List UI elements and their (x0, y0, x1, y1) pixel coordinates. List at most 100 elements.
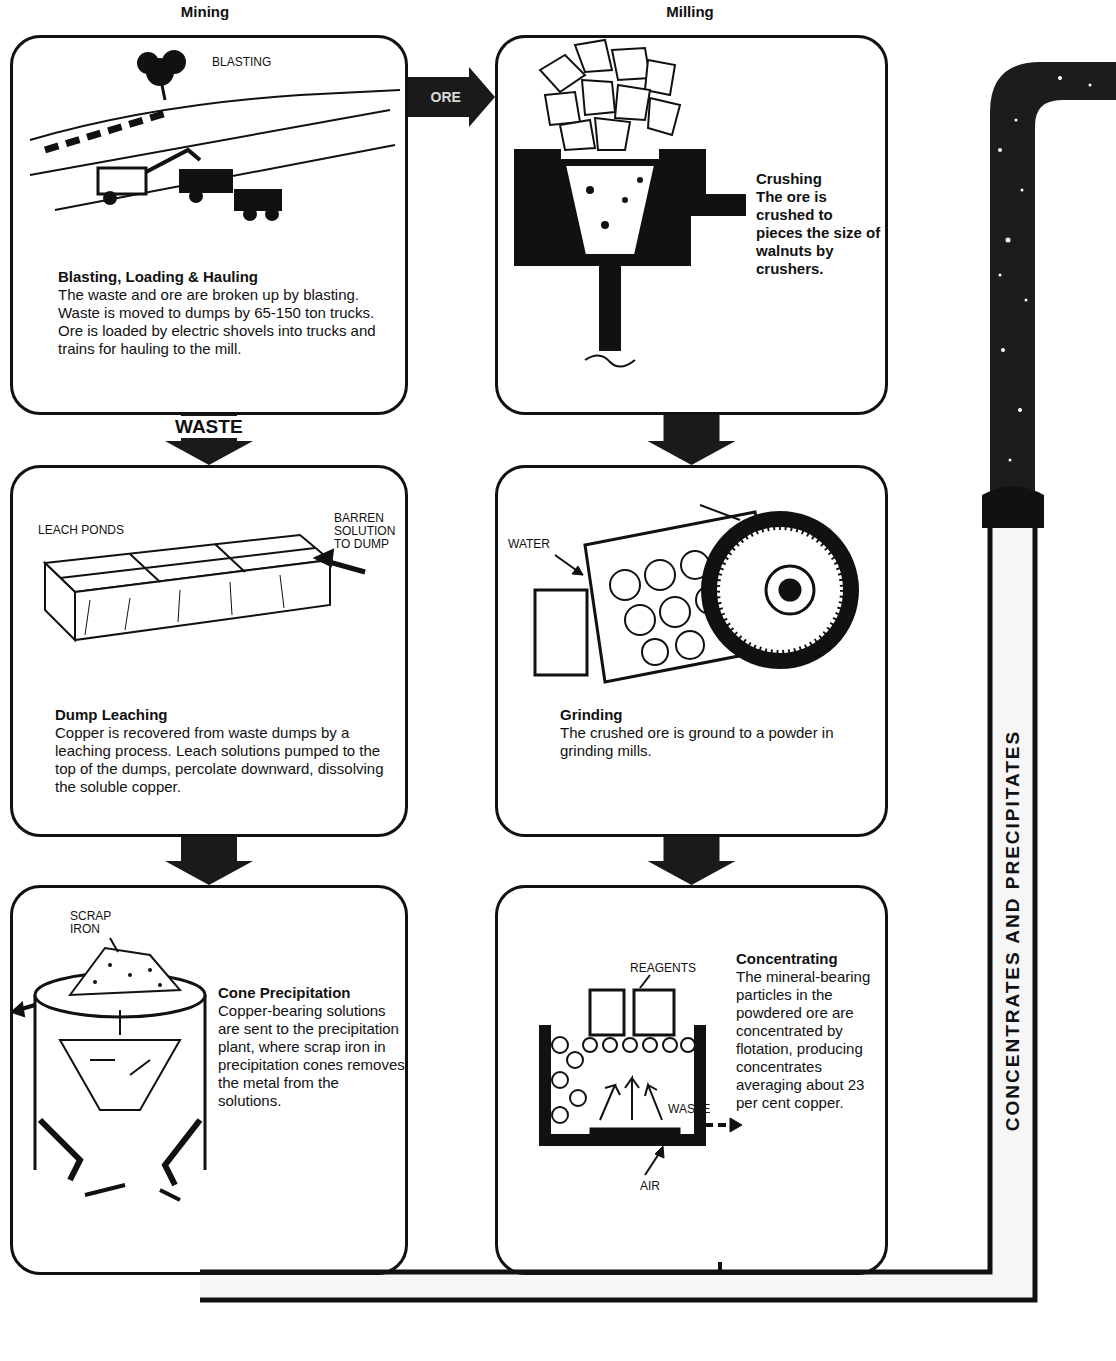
blasting-sketch (266, 208, 278, 220)
concentrate-pipe (1018, 408, 1022, 412)
crusher-sketch (560, 120, 595, 150)
part-label: BLASTING (212, 56, 271, 69)
box-heading: Cone Precipitation (218, 984, 406, 1002)
flotation-cell-sketch (663, 1038, 677, 1052)
blasting-sketch (55, 145, 395, 210)
grinding-mill-sketch (676, 631, 704, 659)
crusher-sketch (622, 197, 628, 203)
crusher-sketch (600, 255, 620, 350)
grinding-mill-sketch (535, 505, 858, 682)
box-heading: Blasting, Loading & Hauling (58, 268, 403, 286)
flotation-cell-sketch (570, 1090, 586, 1106)
blasting-sketch (45, 112, 170, 150)
flotation-cell-sketch (645, 1085, 662, 1120)
blasting-sketch (180, 170, 232, 192)
process-box: CrushingThe ore is crushed to pieces the… (495, 35, 888, 415)
leach-pond-sketch (85, 575, 284, 635)
crusher-sketch (540, 40, 680, 150)
arrow-label: WASTE (169, 416, 249, 438)
crusher-sketch (601, 221, 609, 229)
concentrate-pipe (200, 528, 990, 1272)
grinding-mill-sketch (660, 597, 690, 627)
flotation-cell-sketch (705, 1123, 732, 1127)
column-heading: Milling (635, 5, 745, 18)
concentrate-pipe (1006, 238, 1011, 243)
box-body: The crushed ore is ground to a powder in… (560, 724, 870, 760)
grinding-mill-sketch (702, 512, 858, 668)
flotation-cell-sketch (634, 990, 674, 1035)
flow-arrow (165, 415, 253, 465)
precipitation-cone-sketch (93, 963, 162, 987)
concentrate-pipe (998, 148, 1002, 152)
concentrate-pipe (200, 62, 1116, 1300)
precipitation-cone-sketch (60, 1040, 180, 1110)
flotation-cell-sketch (552, 1107, 568, 1123)
crusher-sketch (540, 55, 585, 92)
crusher-sketch (585, 355, 635, 366)
process-box: Blasting, Loading & HaulingThe waste and… (10, 35, 408, 415)
grinding-mill-sketch (610, 570, 640, 600)
part-label: WASTE (668, 1103, 710, 1116)
crusher-sketch (648, 98, 680, 135)
concentrate-pipe (982, 487, 1044, 529)
precipitation-cone-sketch (85, 1185, 180, 1200)
grinding-mill-sketch (572, 566, 583, 575)
grinding-mill-sketch (642, 639, 668, 665)
process-box: GrindingThe crushed ore is ground to a p… (495, 465, 888, 837)
grinding-mill-sketch (716, 526, 844, 654)
box-body: The waste and ore are broken up by blast… (58, 286, 403, 358)
box-body: Copper-bearing solutions are sent to the… (218, 1002, 406, 1110)
concentrate-pipe (1021, 189, 1024, 192)
flow-arrow (648, 837, 736, 885)
blasting-sketch (104, 192, 116, 204)
precipitation-cone-sketch (93, 980, 97, 984)
flotation-cell-sketch (552, 1037, 568, 1053)
part-label: BARREN SOLUTION TO DUMP (334, 512, 402, 551)
crusher-sketch (575, 40, 612, 72)
part-label: WATER (508, 538, 550, 551)
crusher-sketch (612, 48, 650, 80)
box-body: The ore is crushed to pieces the size of… (756, 188, 881, 278)
leach-pond-sketch (45, 563, 75, 640)
flotation-cell-sketch (552, 1072, 568, 1088)
flotation-cell-sketch (567, 1052, 583, 1068)
flotation-cell-sketch (545, 1025, 700, 1140)
flotation-cell-sketch (600, 1085, 620, 1120)
precipitation-cone-sketch (12, 1003, 24, 1016)
arrow-label: ORE (431, 89, 461, 105)
precipitation-cone-sketch (110, 938, 118, 952)
flotation-cell-sketch (545, 975, 742, 1175)
flotation-cell-sketch (681, 1038, 695, 1052)
concentrate-pipe (1058, 76, 1062, 80)
flotation-cell-sketch (590, 990, 624, 1035)
crusher-sketch (637, 177, 643, 183)
concentrate-pipe (1009, 459, 1012, 462)
leach-pond-sketch (45, 535, 365, 640)
crusher-sketch (515, 40, 745, 367)
part-label: REAGENTS (630, 962, 696, 975)
precipitation-cone-sketch (148, 968, 152, 972)
grinding-mill-sketch (780, 580, 800, 600)
flotation-cell-sketch (655, 1146, 664, 1158)
concentrate-pipe (1015, 119, 1018, 122)
crusher-sketch (586, 177, 643, 229)
flotation-cell-sketch (730, 1118, 742, 1132)
concentrate-pipe (999, 274, 1002, 277)
blasting-sketch (146, 150, 200, 172)
crusher-sketch (565, 165, 655, 255)
flotation-cell-sketch (625, 1078, 639, 1120)
crusher-sketch (615, 85, 650, 120)
blasting-sketch (30, 51, 400, 220)
crusher-sketch (595, 118, 630, 150)
flow-arrow (648, 415, 736, 465)
precipitation-cone-sketch (70, 948, 180, 995)
concentrate-pipe (1025, 299, 1028, 302)
text-block: Cone PrecipitationCopper-bearing solutio… (218, 984, 406, 1110)
blasting-sketch (235, 190, 281, 210)
text-block: Dump LeachingCopper is recovered from wa… (55, 706, 395, 796)
grinding-mill-sketch (700, 505, 740, 520)
flotation-cell-sketch (590, 1128, 680, 1142)
blasting-sketch (98, 168, 146, 194)
